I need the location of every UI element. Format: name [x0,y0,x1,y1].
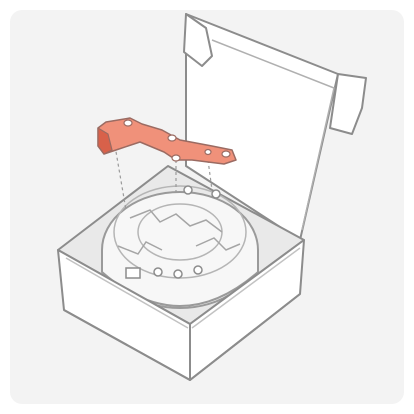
illustration-frame [0,0,414,414]
box-with-part-illustration [0,0,414,414]
